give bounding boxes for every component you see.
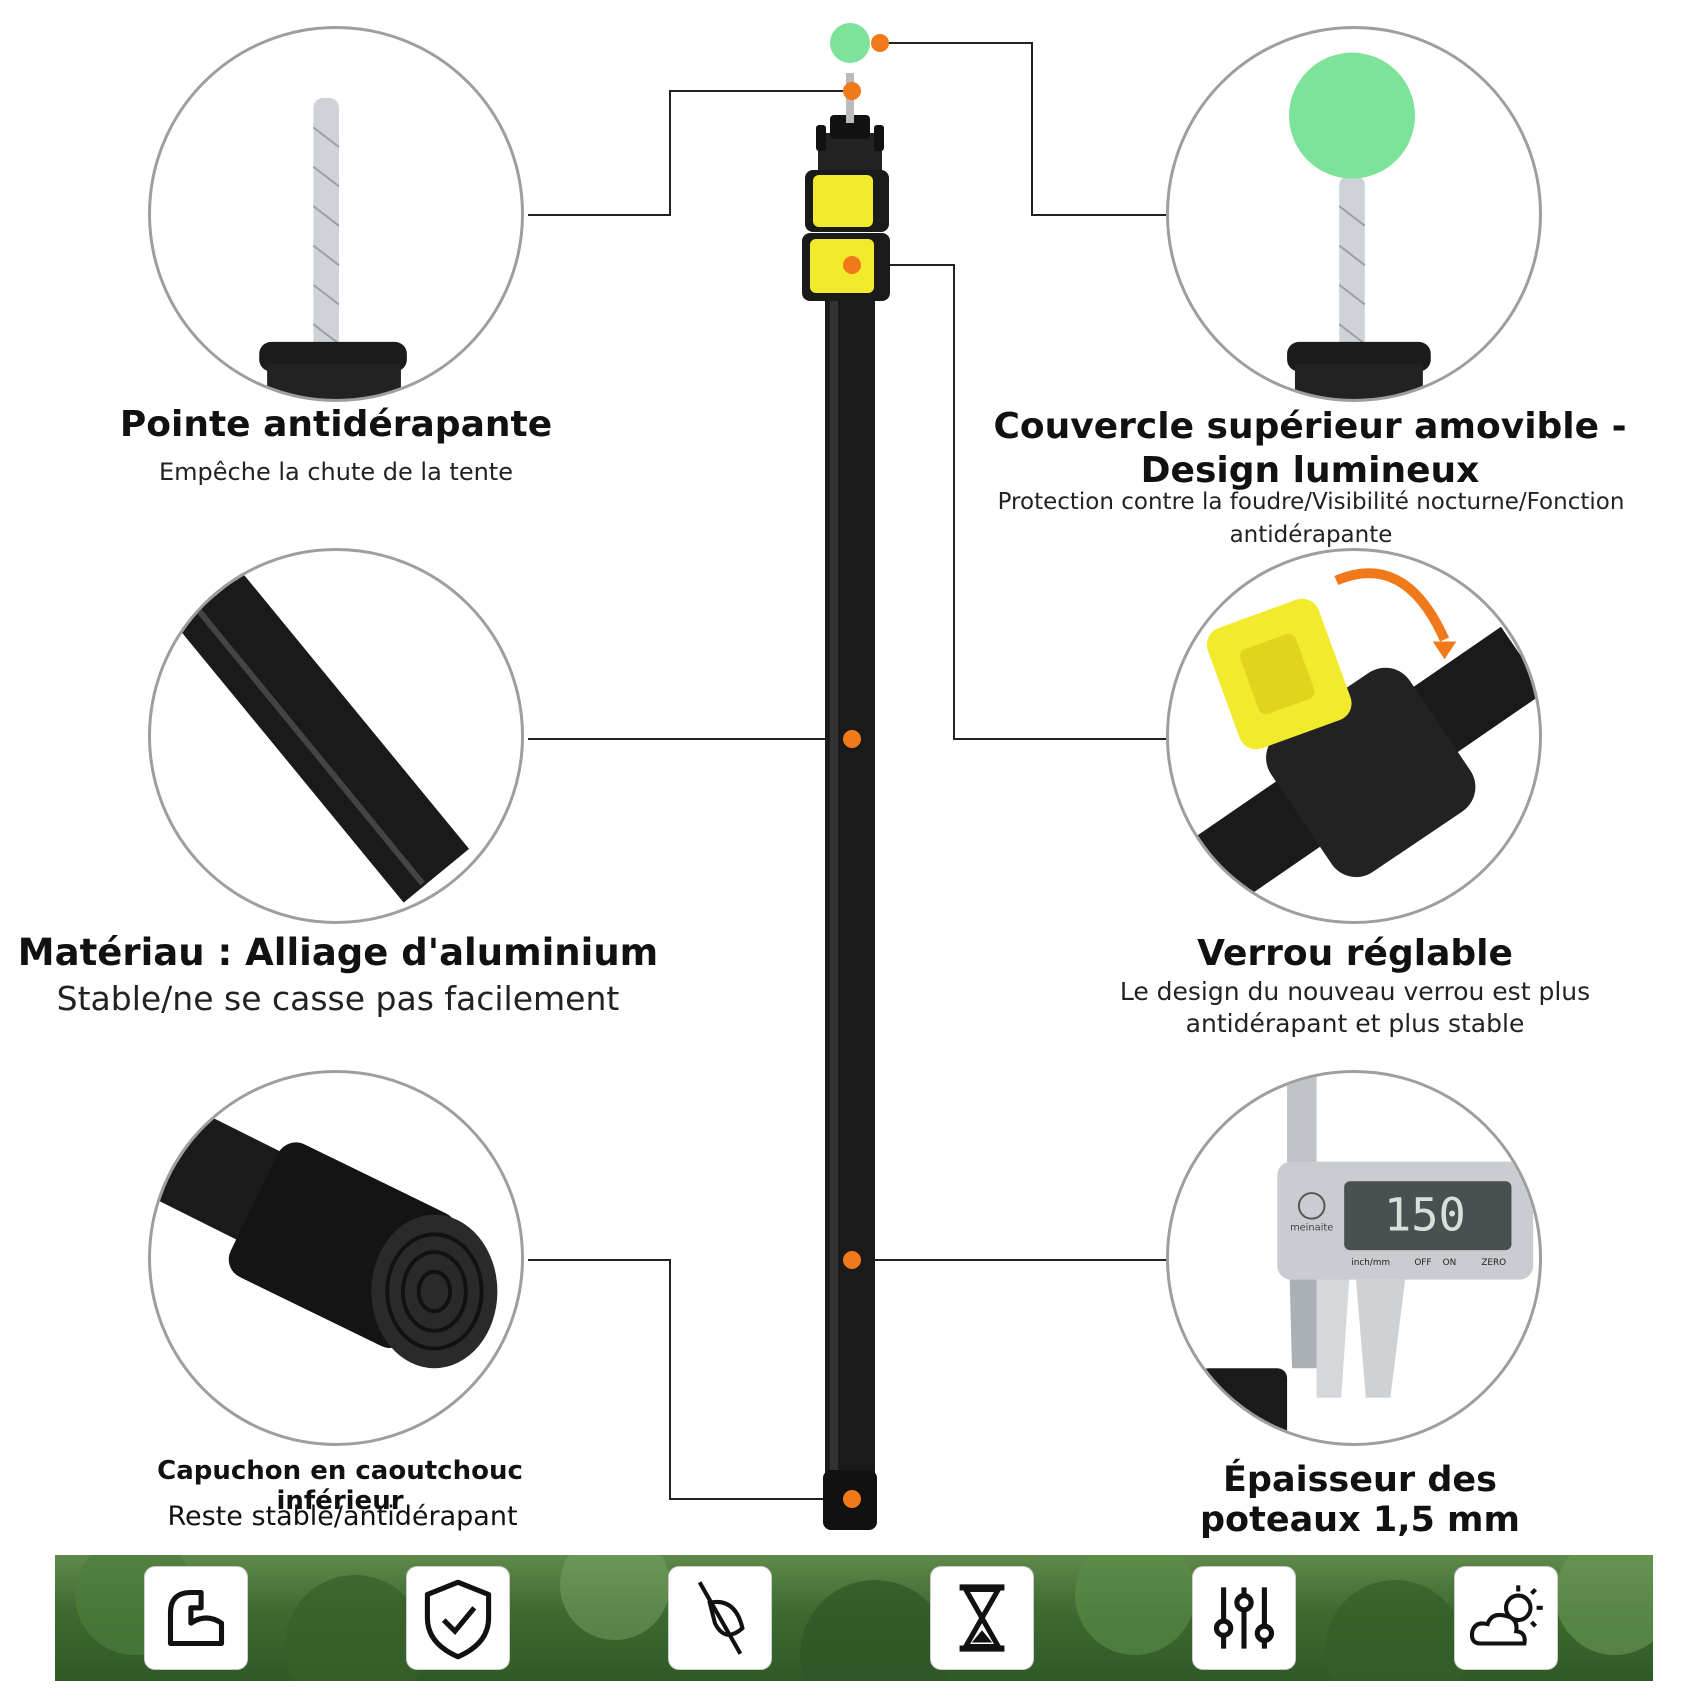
- top-cover-title-line2: Design lumineux: [1140, 450, 1480, 491]
- caliper-reading: 150: [1384, 1188, 1466, 1241]
- hourglass-tile: [931, 1567, 1033, 1669]
- rubber-cap-subtitle: Reste stable/antidérapant: [167, 1501, 518, 1532]
- top-cover-subtitle-line1: Protection contre la foudre/Visibilité n…: [997, 489, 1625, 515]
- lock-subtitle-line1: Le design du nouveau verrou est plus: [1119, 977, 1591, 1006]
- weather-tile: [1455, 1567, 1557, 1669]
- thickness-detail-image: 150 meinaite inch/mm OFF ON ZERO: [1166, 1070, 1542, 1446]
- lock-title: Verrou réglable: [1197, 933, 1513, 974]
- thickness-title-line1: Épaisseur des: [1223, 1460, 1497, 1500]
- caliper-off-label: OFF: [1414, 1258, 1431, 1268]
- pole-dot-lock: [843, 256, 861, 274]
- shield-check-icon: [424, 1579, 492, 1660]
- sliders-icon: [1213, 1587, 1275, 1649]
- thickness-title-line2: poteaux 1,5 mm: [1200, 1500, 1520, 1540]
- material-detail-image: [148, 548, 524, 924]
- tip-title: Pointe antidérapante: [119, 404, 553, 445]
- rubber-cap-detail-image: [148, 1070, 524, 1446]
- material-subtitle: Stable/ne se casse pas facilement: [56, 979, 620, 1018]
- pole-dot-material: [843, 730, 861, 748]
- lock-detail-image: [1166, 548, 1542, 924]
- pole-dot-thickness: [843, 1251, 861, 1269]
- feather-icon: [697, 1581, 745, 1655]
- pole-dot-rubber-cap: [843, 1490, 861, 1508]
- caliper-zero-label: ZERO: [1481, 1258, 1506, 1268]
- pole-dot-tip: [843, 82, 861, 100]
- sliders-tile: [1193, 1567, 1295, 1669]
- tip-detail-image: [148, 26, 524, 402]
- tent-pole: [802, 23, 890, 1530]
- tip-subtitle: Empêche la chute de la tente: [159, 458, 513, 486]
- sun-cloud-icon: [1469, 1585, 1543, 1646]
- caliper-on-label: ON: [1443, 1258, 1457, 1268]
- strength-tile: [145, 1567, 247, 1669]
- shield-tile: [407, 1567, 509, 1669]
- material-title: Matériau : Alliage d'aluminium: [17, 931, 659, 974]
- caliper-brand: meinaite: [1290, 1222, 1333, 1233]
- pole-dot-cap: [871, 34, 889, 52]
- rubber-cap-title: Capuchon en caoutchouc inférieur: [157, 1456, 523, 1516]
- caliper-unit-label: inch/mm: [1351, 1258, 1390, 1268]
- top-cover-subtitle-line2: antidérapante: [1229, 522, 1393, 548]
- features-banner: [55, 1555, 1653, 1681]
- strength-icon: [167, 1589, 225, 1647]
- feather-tile: [669, 1567, 771, 1669]
- hourglass-icon: [959, 1584, 1005, 1652]
- banner-foliage: [75, 1555, 1653, 1681]
- top-cover-detail-image: [1166, 26, 1542, 402]
- top-cover-title-line1: Couvercle supérieur amovible -: [993, 406, 1627, 447]
- lock-subtitle-line2: antidérapant et plus stable: [1185, 1009, 1525, 1038]
